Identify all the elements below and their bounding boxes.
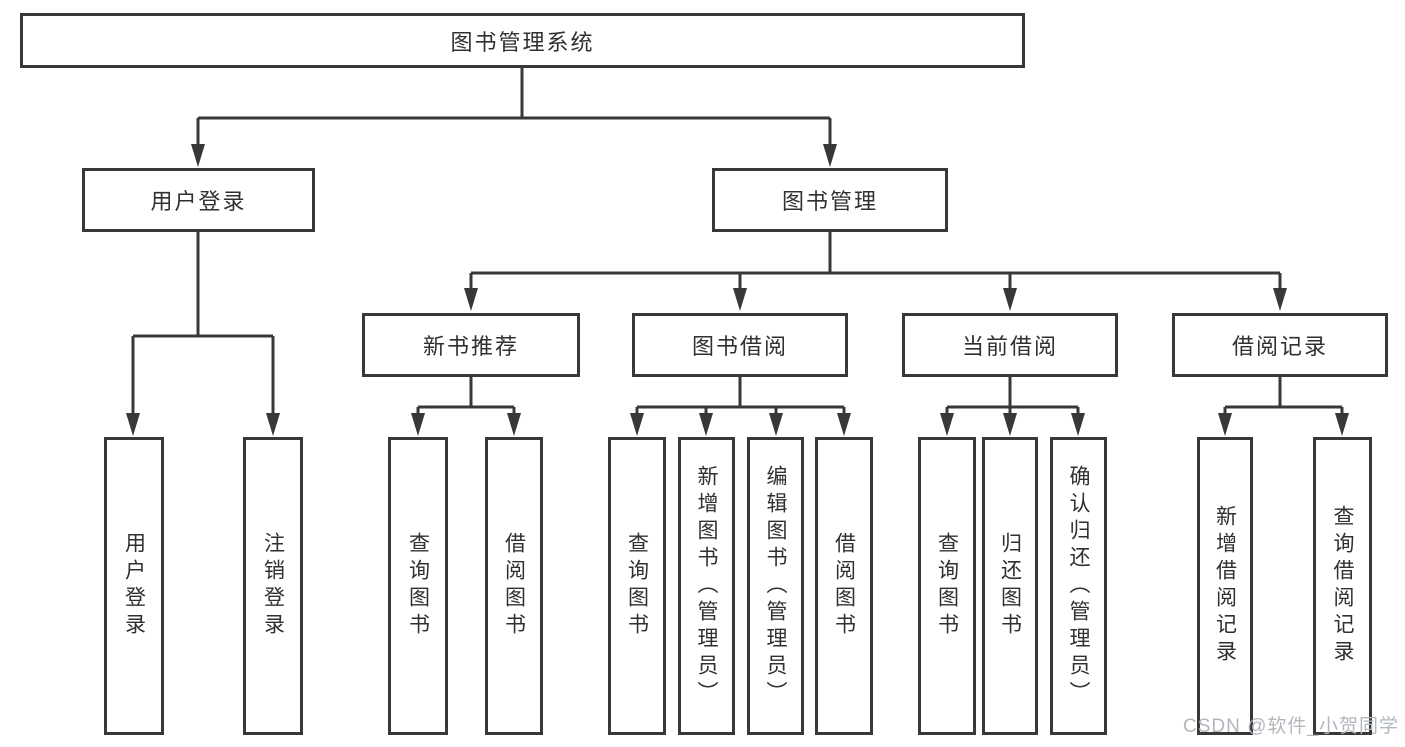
leaf-bb-edit-books-admin-label: 编辑图书（管理员） — [764, 464, 787, 708]
leaf-bb-query-books: 查询图书 — [608, 437, 666, 735]
leaf-bb-query-books-label: 查询图书 — [625, 532, 649, 640]
leaf-bb-add-books-admin: 新增图书（管理员） — [678, 437, 735, 735]
node-new-book-recommend: 新书推荐 — [362, 313, 580, 377]
leaf-nbr-query-books: 查询图书 — [388, 437, 448, 735]
leaf-br-add-record: 新增借阅记录 — [1197, 437, 1253, 735]
node-book-borrow: 图书借阅 — [632, 313, 848, 377]
csdn-watermark: CSDN @软件_小贺同学 — [1183, 716, 1399, 737]
leaf-bb-borrow-books: 借阅图书 — [815, 437, 873, 735]
leaf-cb-confirm-return-admin: 确认归还（管理员） — [1050, 437, 1107, 735]
node-user-login: 用户登录 — [82, 168, 315, 232]
node-library-management-system: 图书管理系统 — [20, 13, 1025, 68]
leaf-bb-edit-books-admin: 编辑图书（管理员） — [747, 437, 804, 735]
leaf-cb-confirm-return-admin-label: 确认归还（管理员） — [1067, 464, 1090, 708]
leaf-user-login: 用户登录 — [104, 437, 164, 735]
node-book-management: 图书管理 — [712, 168, 948, 232]
leaf-nbr-borrow-books-label: 借阅图书 — [502, 532, 526, 640]
node-borrow-records: 借阅记录 — [1172, 313, 1388, 377]
leaf-cb-return-books-label: 归还图书 — [998, 532, 1022, 640]
leaf-logout-label: 注销登录 — [261, 532, 285, 640]
leaf-br-query-record-label: 查询借阅记录 — [1331, 505, 1354, 667]
node-current-borrow: 当前借阅 — [902, 313, 1118, 377]
leaf-cb-query-books-label: 查询图书 — [935, 532, 959, 640]
leaf-cb-return-books: 归还图书 — [982, 437, 1038, 735]
leaf-user-login-label: 用户登录 — [122, 532, 146, 640]
leaf-br-add-record-label: 新增借阅记录 — [1213, 505, 1237, 667]
leaf-bb-borrow-books-label: 借阅图书 — [832, 532, 856, 640]
leaf-nbr-borrow-books: 借阅图书 — [485, 437, 543, 735]
leaf-br-query-record: 查询借阅记录 — [1313, 437, 1372, 735]
leaf-nbr-query-books-label: 查询图书 — [406, 532, 430, 640]
leaf-cb-query-books: 查询图书 — [918, 437, 976, 735]
leaf-bb-add-books-admin-label: 新增图书（管理员） — [695, 464, 718, 708]
leaf-logout: 注销登录 — [243, 437, 303, 735]
